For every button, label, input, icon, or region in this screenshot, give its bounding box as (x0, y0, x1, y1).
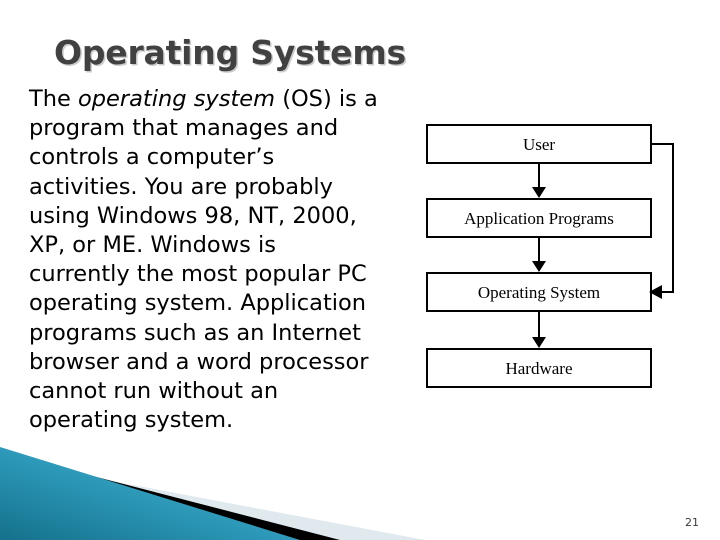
arrow-application-programs-to-operating-system (532, 238, 546, 272)
body-paragraph: The operating system (OS) is a program t… (29, 85, 379, 435)
body-text-after: (OS) is a program that manages and contr… (29, 86, 378, 434)
page-title: Operating Systems (54, 33, 406, 72)
arrow-operating-system-to-hardware (532, 312, 546, 348)
diagram-box-hardware: Hardware (426, 348, 652, 388)
diagram-box-user: User (426, 124, 652, 164)
body-text-emphasis: operating system (78, 86, 276, 112)
page-number: 21 (685, 516, 699, 529)
deco-black-stripe (0, 452, 340, 540)
body-text-before: The (29, 86, 78, 112)
diagram-box-operating-system: Operating System (426, 272, 652, 312)
feedback-path-vertical-segment (672, 143, 674, 292)
feedback-path-top-segment (652, 143, 674, 145)
os-layers-diagram: User Application Programs Operating Syst… (420, 118, 690, 403)
arrow-user-to-application-programs (532, 164, 546, 198)
deco-pale-wedge (0, 460, 425, 540)
theme-corner-decoration (0, 447, 425, 540)
deco-teal-wedge (0, 447, 300, 540)
feedback-arrow-into-operating-system (649, 285, 674, 299)
diagram-box-application-programs: Application Programs (426, 198, 652, 238)
